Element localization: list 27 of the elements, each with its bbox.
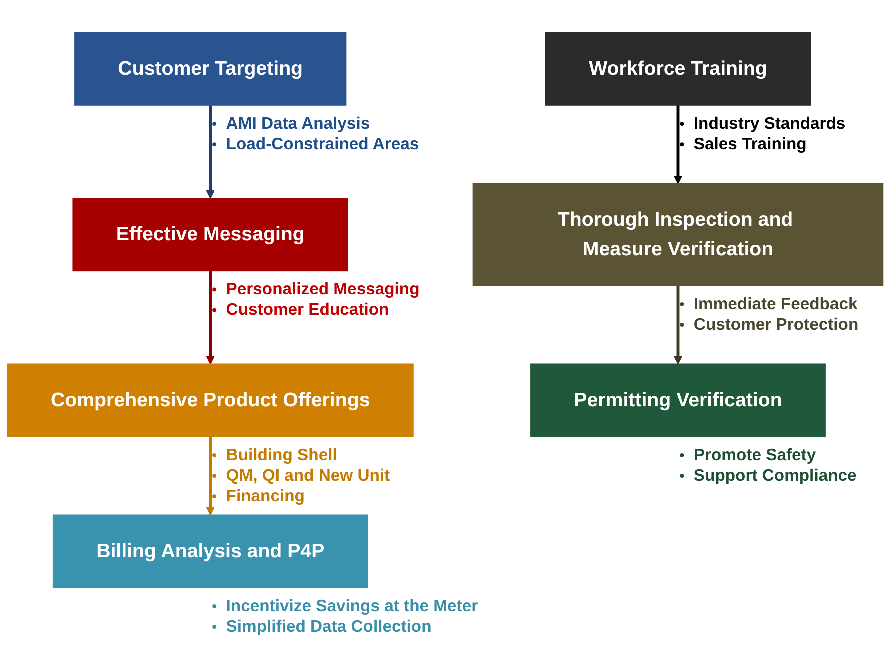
arrow xyxy=(674,105,683,184)
bullet-text: QM, QI and New Unit xyxy=(226,466,390,485)
bullet-text: Industry Standards xyxy=(694,114,846,133)
bullet-text: Promote Safety xyxy=(694,444,816,464)
bullet-text: Personalized Messaging xyxy=(226,279,420,298)
arrow xyxy=(206,436,215,516)
bullet-text: Financing xyxy=(226,486,305,506)
bullet-text: Customer Education xyxy=(226,300,390,319)
process-box: Effective Messaging xyxy=(72,198,349,272)
process-box: Billing Analysis and P4P xyxy=(52,514,368,588)
process-box: Permitting Verification xyxy=(530,363,826,437)
process-box: Thorough Inspection and Measure Verification xyxy=(472,182,884,286)
bullet-text: Sales Training xyxy=(694,134,807,154)
bullet-text: AMI Data Analysis xyxy=(226,114,370,133)
arrow xyxy=(206,270,215,364)
arrow xyxy=(674,285,683,364)
bullet-text: Load-Constrained Areas xyxy=(226,134,420,154)
process-box: Comprehensive Product Offerings xyxy=(7,363,414,437)
arrow xyxy=(206,105,215,199)
process-box: Workforce Training xyxy=(545,32,812,106)
bullet-text: Simplified Data Collection xyxy=(226,616,432,636)
bullet-text: Building Shell xyxy=(226,444,338,464)
bullet-text: Immediate Feedback xyxy=(694,294,858,313)
process-box: Customer Targeting xyxy=(74,32,347,106)
bullet-text: Support Compliance xyxy=(694,466,857,485)
bullet-text: Incentivize Savings at the Meter xyxy=(226,596,478,615)
bullet-text: Customer Protection xyxy=(694,314,859,334)
